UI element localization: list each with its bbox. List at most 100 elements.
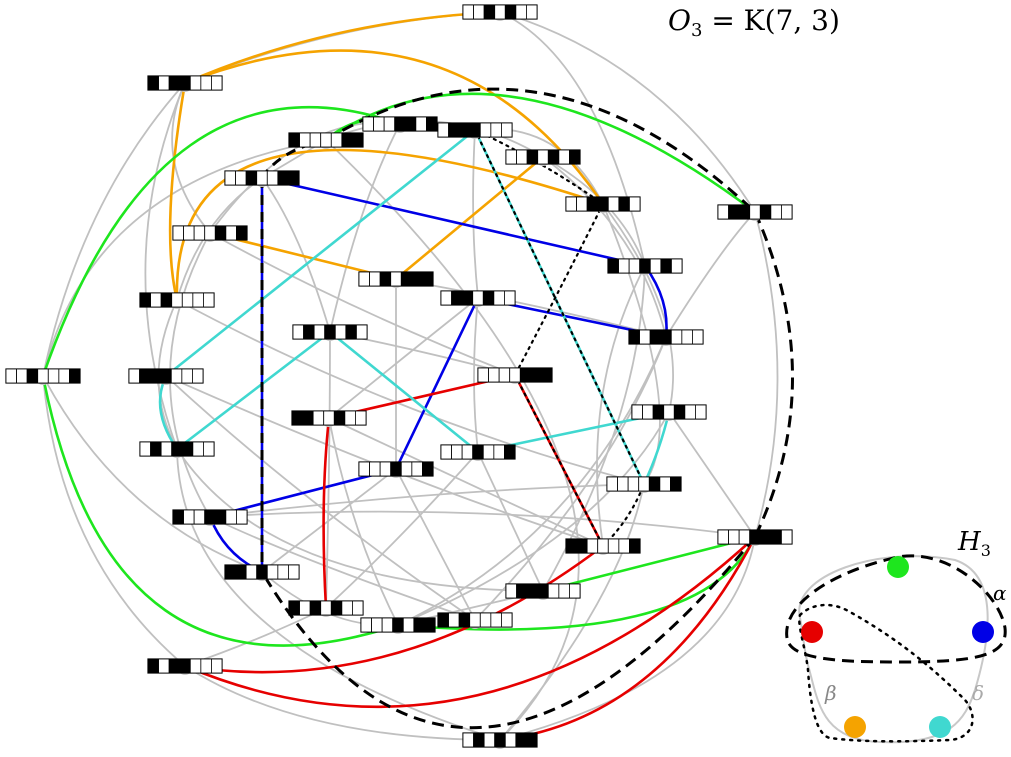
bit-cell-filled: [147, 75, 159, 91]
bit-cell-filled: [504, 444, 516, 460]
bit-cell-filled: [537, 583, 549, 599]
bit-cell-empty: [225, 225, 237, 241]
bit-cell-empty: [192, 368, 204, 384]
bit-cell-filled: [526, 149, 539, 165]
bit-cell-filled: [400, 271, 413, 287]
bit-cell-filled: [256, 564, 268, 580]
vertex-v21: [139, 441, 215, 458]
green-edge: [41, 105, 401, 377]
gray-edge: [42, 82, 186, 377]
cyan-edge: [176, 330, 331, 451]
bit-cell-empty: [639, 329, 651, 345]
gray-edge: [165, 375, 476, 621]
bit-cell-filled: [69, 368, 81, 384]
bit-cell-filled: [482, 290, 495, 306]
bit-cell-empty: [498, 367, 511, 383]
bit-cell-empty: [277, 564, 289, 580]
bit-cell-empty: [288, 564, 300, 580]
bit-cell-filled: [629, 538, 641, 554]
bit-cell-filled: [341, 132, 353, 148]
bit-cell-empty: [200, 658, 212, 674]
gray-edge: [209, 483, 645, 518]
gray-edge: [329, 123, 401, 333]
bit-cell-filled: [150, 441, 162, 457]
gray-edge: [42, 139, 327, 377]
bit-cell-empty: [437, 122, 449, 138]
bit-cell-empty: [225, 509, 237, 525]
bit-cell-empty: [200, 75, 212, 91]
bit-cell-empty: [462, 4, 474, 20]
vertex-v18: [477, 367, 553, 384]
bit-cell-empty: [266, 564, 279, 580]
bit-cell-empty: [505, 149, 517, 165]
orange-edge: [184, 10, 501, 85]
cyan-edge: [642, 411, 671, 485]
bit-cell-filled: [759, 529, 772, 545]
bit-cell-empty: [781, 529, 793, 545]
bit-cell-filled: [303, 324, 315, 340]
bit-cell-empty: [150, 292, 162, 308]
red-edge: [184, 536, 756, 708]
bit-cell-filled: [160, 292, 173, 308]
bit-cell-filled: [673, 404, 686, 420]
bit-cell-empty: [770, 204, 782, 220]
bit-cell-filled: [324, 324, 336, 340]
bit-cell-filled: [277, 170, 289, 186]
bit-cell-empty: [58, 368, 70, 384]
bit-cell-filled: [649, 329, 662, 345]
bit-cell-empty: [781, 204, 793, 220]
vertex-v9: [172, 225, 248, 242]
hypergraph-h3: H3 α β δ: [785, 527, 1007, 744]
bit-cell-empty: [607, 538, 620, 554]
blue-edge: [209, 467, 397, 519]
vertex-v34: [462, 732, 538, 749]
bit-cell-empty: [373, 116, 385, 132]
bit-cell-filled: [204, 509, 216, 525]
bit-cell-empty: [415, 116, 427, 132]
bit-cell-empty: [192, 441, 204, 457]
bit-cell-empty: [299, 132, 311, 148]
orange-edge: [395, 155, 544, 281]
bit-cell-empty: [203, 292, 215, 308]
bit-cell-filled: [461, 290, 474, 306]
bit-cell-empty: [749, 204, 761, 220]
bit-cell-empty: [681, 329, 693, 345]
bit-cell-empty: [193, 225, 206, 241]
bit-cell-empty: [383, 116, 396, 132]
bit-cell-empty: [189, 75, 202, 91]
colored-edges: [41, 10, 794, 742]
bit-cell-filled: [379, 271, 392, 287]
vertex-v5: [505, 149, 581, 166]
bit-cell-filled: [214, 225, 227, 241]
bit-cell-empty: [642, 404, 654, 420]
bit-cell-filled: [670, 476, 682, 492]
red-edge: [322, 417, 331, 609]
gray-edge: [472, 129, 479, 299]
bit-cell-filled: [413, 617, 425, 633]
gray-edge: [209, 516, 476, 621]
bit-cell-empty: [183, 225, 195, 241]
vertex-v14: [292, 324, 368, 341]
bit-cell-filled: [586, 196, 599, 212]
bit-cell-empty: [638, 476, 650, 492]
orange-edge: [209, 231, 397, 281]
bit-cell-filled: [569, 149, 581, 165]
black-edge: [753, 211, 794, 538]
bit-cell-filled: [345, 324, 357, 340]
bit-cell-filled: [494, 732, 506, 748]
vertex-v29: [505, 583, 581, 600]
bit-cell-empty: [189, 658, 202, 674]
gray-edge: [328, 417, 604, 547]
vertex-v25: [172, 509, 248, 526]
bit-cell-empty: [516, 149, 528, 165]
bit-cell-filled: [426, 116, 438, 132]
gray-edge: [395, 468, 476, 621]
vertex-v32: [360, 617, 436, 634]
bit-cell-empty: [597, 538, 609, 554]
vertex-v13: [139, 292, 215, 309]
bit-cell-empty: [160, 441, 173, 457]
bit-cell-filled: [160, 368, 172, 384]
hyperedge-alpha-outline: [785, 554, 1007, 664]
gray-edge: [499, 11, 646, 267]
bit-cell-empty: [558, 149, 570, 165]
